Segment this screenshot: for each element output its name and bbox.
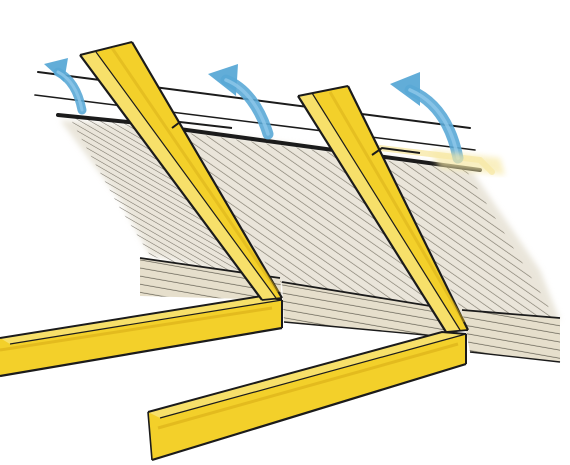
- ceiling-batt-right: [462, 310, 560, 362]
- ceiling-joist-left: [0, 296, 282, 376]
- airflow-arrow-middle: [208, 64, 268, 134]
- ceiling-joist-front: [148, 332, 466, 460]
- airflow-arrow-left: [44, 58, 82, 110]
- airflow-arrow-right: [390, 72, 458, 158]
